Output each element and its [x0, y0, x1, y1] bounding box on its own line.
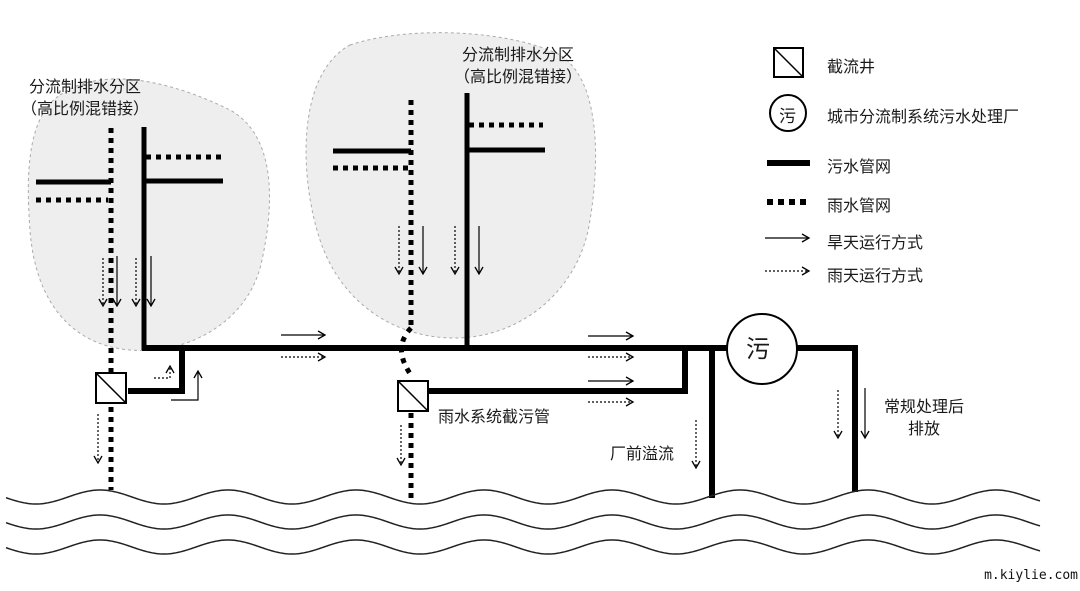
- zone-middle-title-line2: （高比例混错接）: [453, 67, 582, 86]
- legend-symbols: [765, 47, 811, 276]
- zone-middle-title-line1: 分流制排水分区: [461, 45, 574, 64]
- flow-arrows: [93, 226, 870, 470]
- water-wave-2: [5, 514, 1041, 530]
- legend-label-dry-weather: 旱天运行方式: [827, 233, 924, 252]
- discharge-label-line2: 排放: [907, 419, 940, 438]
- trunk-pipes: [128, 345, 858, 498]
- zone-left-title-line2: （高比例混错接）: [20, 99, 149, 118]
- rain-interceptor-label: 雨水系统截污管: [438, 407, 551, 426]
- dry-weather-arrow: [171, 369, 203, 401]
- legend-label-interceptor-well: 截流井: [827, 57, 876, 76]
- treatment-plant-glyph: 污: [746, 335, 770, 363]
- zone-middle-title: 分流制排水分区 （高比例混错接）: [443, 44, 593, 88]
- water-wave-1: [5, 489, 1041, 505]
- left-interceptor-pipe: [128, 348, 185, 394]
- zone-left-title: 分流制排水分区 （高比例混错接）: [10, 76, 160, 120]
- drainage-zone-left: [27, 78, 270, 351]
- watermark: m.kiylie.com: [984, 568, 1078, 583]
- interceptor-well-left: [95, 372, 127, 404]
- treatment-plant: [726, 313, 798, 385]
- plant-discharge-pipe: [797, 345, 858, 492]
- legend-label-wet-weather: 雨天运行方式: [827, 266, 924, 285]
- zone-left-title-line1: 分流制排水分区: [28, 77, 141, 96]
- storm-pipe-middle-crossing: [399, 326, 414, 377]
- water-wave-3: [5, 539, 1041, 555]
- discharge-label-line1: 常规处理后: [883, 397, 964, 416]
- receiving-water: [5, 489, 1041, 555]
- drainage-zone-middle: [305, 32, 597, 339]
- legend-label-storm-pipe: 雨水管网: [827, 196, 892, 215]
- rain-interceptor-pipe: [429, 348, 688, 394]
- plant-overflow-label: 厂前溢流: [610, 444, 675, 463]
- legend-treatment-plant-icon: [769, 94, 807, 132]
- wet-weather-arrow: [154, 364, 175, 379]
- legend-label-sewage-pipe: 污水管网: [827, 157, 892, 176]
- legend-treatment-plant-glyph: 污: [779, 107, 796, 127]
- legend-label-treatment-plant: 城市分流制系统污水处理厂: [827, 107, 1020, 126]
- left-zone-pipes: [36, 127, 223, 490]
- interceptor-well-middle: [397, 380, 429, 412]
- legend-interceptor-well-icon: [773, 47, 804, 78]
- discharge-label: 常规处理后 排放: [872, 396, 976, 440]
